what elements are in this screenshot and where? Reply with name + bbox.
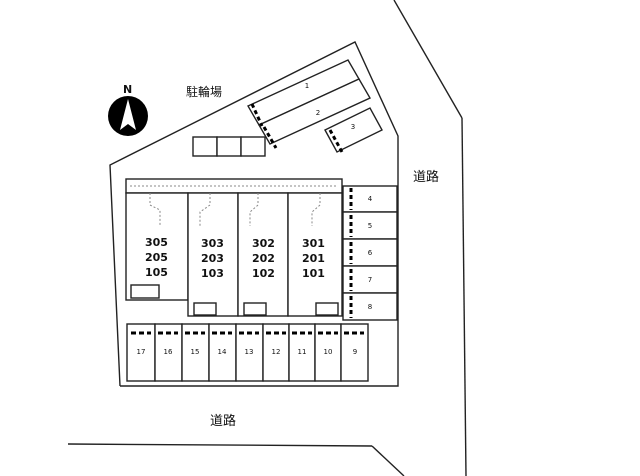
north-label: N [123,83,133,96]
parking-space-label: 6 [367,249,373,257]
parking-space-label: 2 [315,109,321,117]
parking-top-lot [247,59,383,153]
parking-space-label: 7 [367,276,373,284]
parking-space-label: 5 [367,222,373,230]
road-edge-east-2 [461,117,467,476]
parking-space-label: 16 [163,348,173,356]
road-label-south: 道路 [210,414,237,429]
parking-space-label: 15 [190,348,200,356]
road-edge-south [67,443,373,447]
bicycle-parking [192,136,266,157]
property-boundary [109,41,399,387]
road-label-east: 道路 [413,170,440,185]
parking-space-label: 3 [350,123,356,131]
parking-right-lot [342,185,398,321]
road-edge-east [393,0,463,119]
parking-space-label: 10 [323,348,333,356]
parking-space-label: 13 [244,348,254,356]
bicycle-parking-label: 駐輪場 [186,85,223,99]
parking-space-label: 12 [271,348,281,356]
parking-space-label: 4 [367,195,373,203]
parking-space-label: 9 [352,348,358,356]
parking-space-label: 14 [217,348,227,356]
parking-space-label: 11 [297,348,307,356]
north-arrow-icon [108,96,148,136]
parking-space-label: 1 [304,82,310,90]
road-edge-south-2 [371,445,405,476]
parking-space-label: 17 [136,348,146,356]
parking-space-label: 8 [367,303,373,311]
